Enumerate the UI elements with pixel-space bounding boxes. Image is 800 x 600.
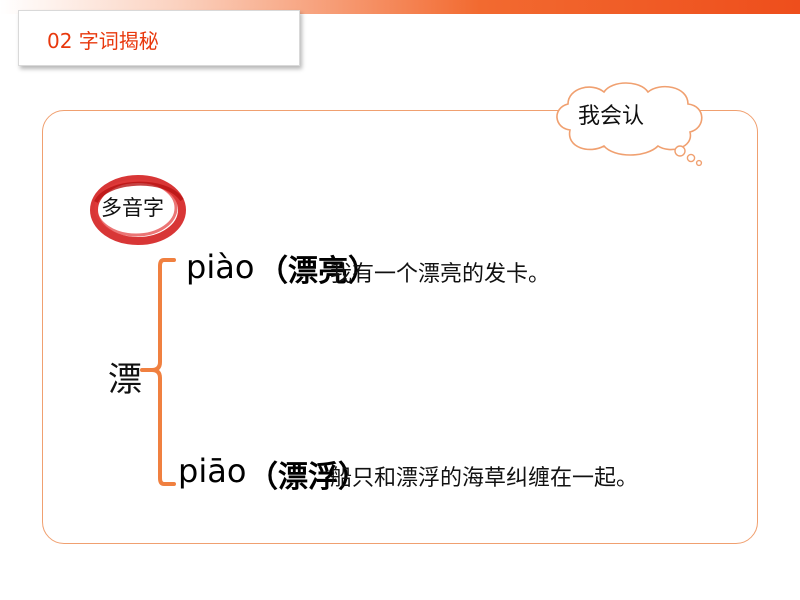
callout-label: 我会认 (578, 104, 645, 129)
example-sentence-2: 船只和漂浮的海草纠缠在一起。 (330, 466, 639, 491)
left-brace-icon (140, 258, 176, 486)
thought-cloud-icon (556, 82, 703, 167)
pinyin-reading-2: piāo (178, 452, 247, 490)
polyphone-label: 多音字 (101, 196, 164, 220)
red-brush-circle-icon (90, 175, 186, 245)
example-sentence-1: 我有一个漂亮的发卡。 (330, 262, 551, 287)
example-word-1: （漂亮） (258, 254, 378, 289)
pinyin-reading-1: piào (186, 248, 255, 286)
section-title-card: 02 字词揭秘 (18, 10, 300, 66)
target-character: 漂 (108, 360, 142, 400)
section-title: 02 字词揭秘 (47, 29, 159, 53)
example-word-2: （漂浮） (248, 460, 368, 495)
